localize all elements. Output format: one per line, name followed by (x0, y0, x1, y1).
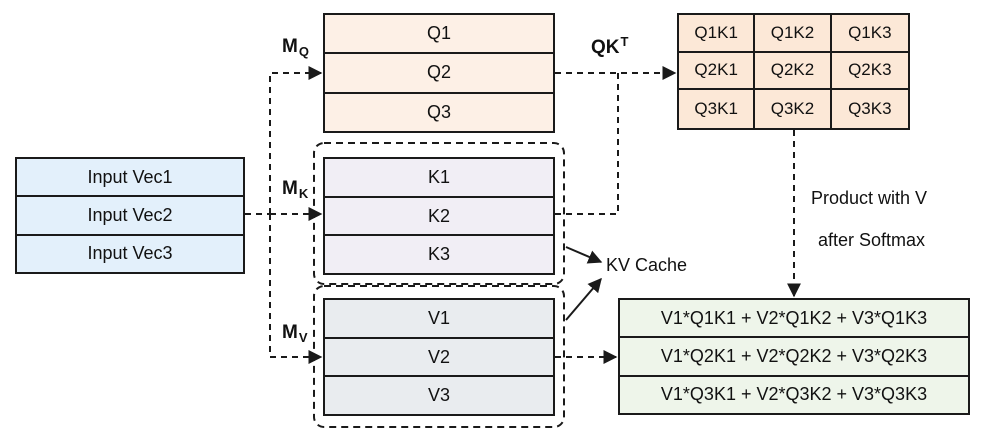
score-cell: Q1K3 (831, 15, 908, 53)
output-box: V1*Q1K1 + V2*Q1K2 + V3*Q1K3 V1*Q2K1 + V2… (618, 298, 970, 415)
kv-cache-pointer-key (565, 246, 603, 264)
key-to-scores-line (555, 73, 619, 215)
value-box: V1 V2 V3 (323, 298, 555, 416)
input-to-query-arrow (269, 66, 323, 214)
score-cell: Q3K1 (679, 90, 756, 128)
qkt-label: QKT (591, 34, 629, 58)
mk-label: MK (282, 178, 309, 201)
kv-cache-pointer-value (565, 277, 602, 321)
product-label-line-2: after Softmax (818, 230, 926, 250)
input-vec-1: Input Vec1 (17, 159, 243, 198)
mq-label: MQ (282, 36, 309, 59)
output-row-3: V1*Q3K1 + V2*Q3K2 + V3*Q3K3 (660, 384, 928, 405)
score-cell: Q1K2 (755, 15, 832, 53)
input-vec-3: Input Vec3 (87, 243, 173, 264)
key-k3: K3 (427, 244, 451, 265)
output-row-1: V1*Q1K1 + V2*Q1K2 + V3*Q1K3 (620, 300, 968, 339)
score-cell: Q3K2 (755, 90, 832, 128)
key-box: K1 K2 K3 (323, 157, 555, 275)
qk-scores-grid: Q1K1 Q1K2 Q1K3 Q2K1 Q2K2 Q2K3 Q3K1 Q3K2 … (677, 13, 910, 130)
query-q1: Q1 (325, 15, 553, 55)
kv-cache-label: KV Cache (606, 255, 688, 275)
product-label-line-1: Product with V (811, 188, 928, 208)
score-cell: Q1K1 (679, 15, 756, 53)
value-v3: V3 (427, 385, 451, 406)
score-cell: Q2K3 (831, 53, 908, 91)
value-v1: V1 (325, 300, 553, 339)
output-row-2: V1*Q2K1 + V2*Q2K2 + V3*Q2K3 (620, 338, 968, 377)
key-cache-frame (313, 142, 565, 285)
input-to-value-arrow (269, 214, 323, 364)
value-v2: V2 (325, 339, 553, 378)
query-q3: Q3 (426, 101, 451, 122)
key-k2: K2 (325, 198, 553, 237)
score-cell: Q2K2 (755, 52, 832, 91)
input-vectors-box: Input Vec1 Input Vec2 Input Vec3 (15, 157, 245, 274)
query-q2: Q2 (325, 54, 553, 94)
value-cache-frame (313, 285, 565, 428)
score-cell: Q3K3 (848, 99, 892, 119)
score-cell: Q2K1 (679, 52, 756, 91)
mv-label: MV (282, 322, 308, 345)
key-k1: K1 (325, 159, 553, 198)
query-box: Q1 Q2 Q3 (323, 13, 555, 133)
input-vec-2: Input Vec2 (17, 197, 243, 236)
